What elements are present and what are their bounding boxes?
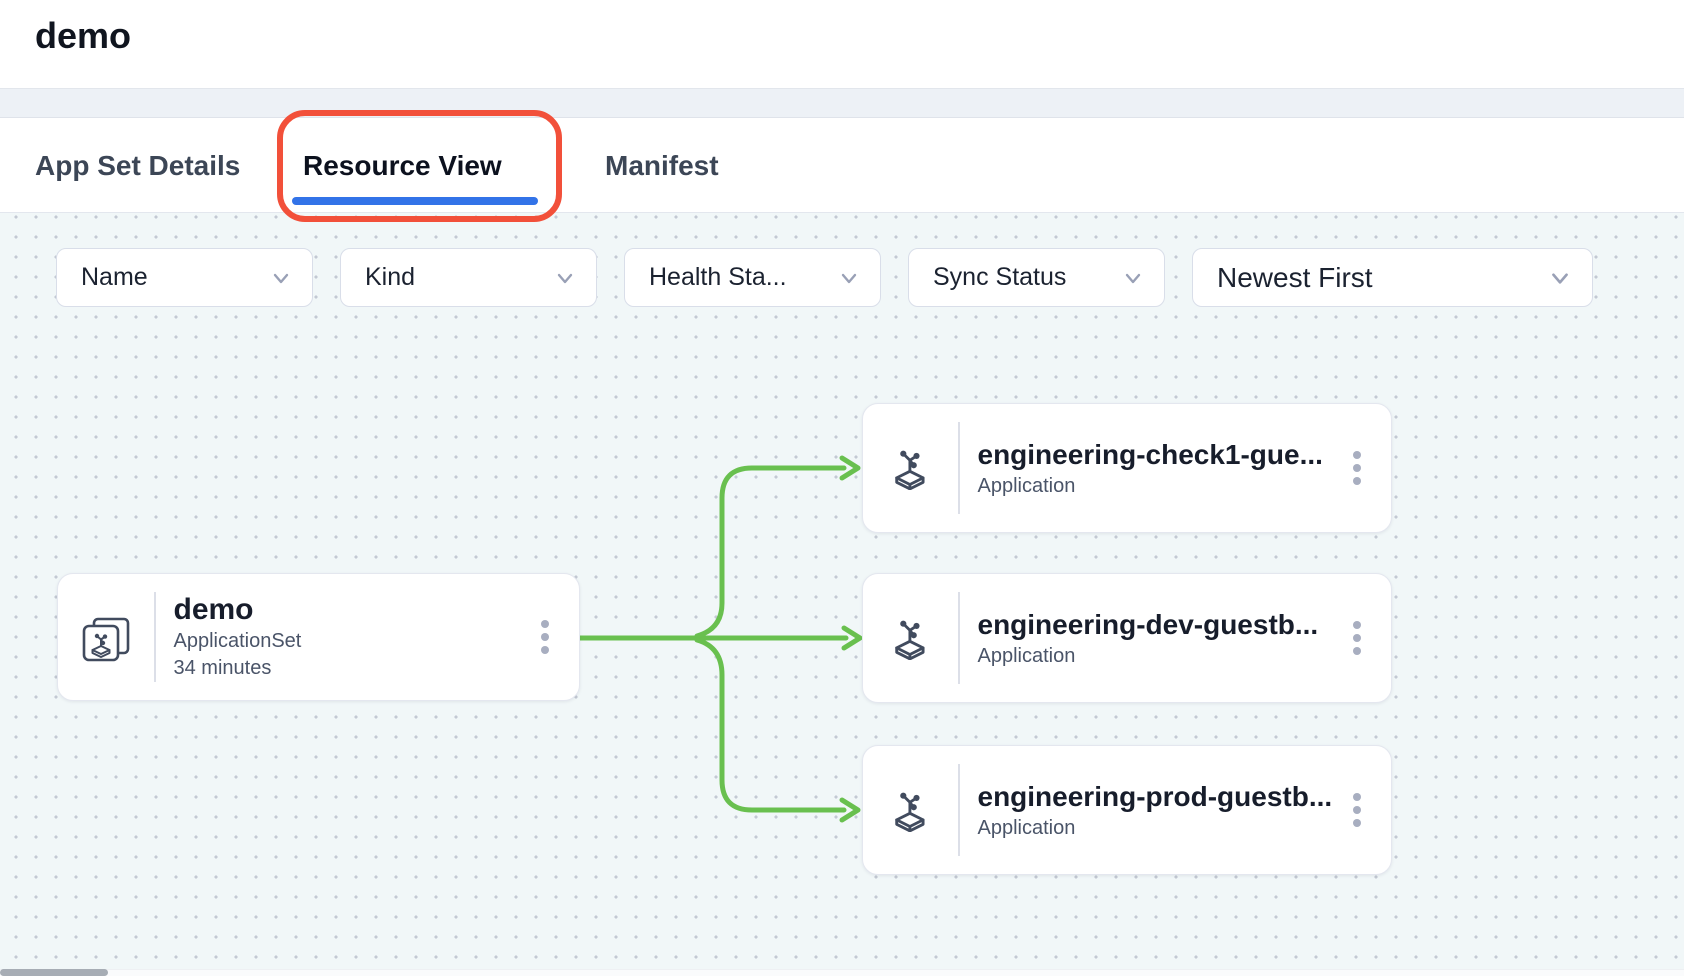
kebab-dot (541, 633, 549, 641)
node-application-prod[interactable]: engineering-prod-guestb... Application (862, 745, 1392, 875)
kebab-dot (1353, 451, 1361, 459)
tab-manifest[interactable]: Manifest (605, 150, 719, 181)
node-text: engineering-dev-guestb... Application (960, 574, 1392, 702)
page-header: demo (0, 0, 1684, 88)
page-title: demo (35, 15, 132, 56)
filter-sync-status-label: Sync Status (933, 263, 1067, 291)
chevron-down-icon (1125, 273, 1141, 283)
node-menu-button[interactable] (1345, 404, 1369, 532)
kebab-dot (1353, 621, 1361, 629)
sort-order-dropdown[interactable]: Newest First (1192, 248, 1593, 307)
filter-sync-status-dropdown[interactable]: Sync Status (908, 248, 1165, 307)
sort-order-label: Newest First (1217, 261, 1373, 293)
filter-health-status-dropdown[interactable]: Health Sta... (624, 248, 881, 307)
chevron-down-icon (1552, 272, 1568, 284)
tab-resource-view[interactable]: Resource View (303, 150, 502, 181)
application-icon (894, 450, 925, 490)
node-age: 34 minutes (173, 657, 272, 679)
horizontal-scrollbar-thumb[interactable] (0, 969, 108, 976)
chevron-down-icon (273, 273, 289, 283)
kebab-dot (1353, 793, 1361, 801)
node-menu-button[interactable] (1345, 574, 1369, 702)
kebab-dot (1353, 806, 1361, 814)
filter-kind-label: Kind (365, 263, 416, 291)
node-application-dev[interactable]: engineering-dev-guestb... Application (862, 573, 1392, 703)
application-icon (894, 792, 925, 832)
kebab-dot (1353, 634, 1361, 642)
kebab-dot (541, 620, 549, 628)
node-kind: ApplicationSet (173, 630, 302, 652)
card-divider (154, 592, 156, 682)
node-title: engineering-prod-guestb... (977, 780, 1333, 812)
node-applicationset-demo[interactable]: demo ApplicationSet 34 minutes (57, 573, 580, 701)
node-kind: Application (977, 644, 1076, 667)
node-kind: Application (977, 816, 1076, 839)
node-text: engineering-check1-gue... Application (960, 404, 1392, 532)
node-application-check1[interactable]: engineering-check1-gue... Application (862, 403, 1392, 533)
kebab-dot (1353, 477, 1361, 485)
node-text: demo ApplicationSet 34 minutes (156, 574, 580, 700)
tab-app-set-details[interactable]: App Set Details (35, 150, 241, 181)
kebab-dot (1353, 647, 1361, 655)
card-divider (958, 422, 960, 514)
kebab-dot (1353, 819, 1361, 827)
applicationset-icon-cell (58, 574, 154, 700)
horizontal-scrollbar-track (0, 969, 1684, 976)
card-divider (958, 764, 960, 856)
filter-name-label: Name (81, 263, 148, 291)
node-menu-button[interactable] (1345, 746, 1369, 874)
filter-kind-dropdown[interactable]: Kind (340, 248, 597, 307)
filter-name-dropdown[interactable]: Name (56, 248, 313, 307)
application-icon-cell (863, 404, 958, 532)
applicationset-icon (82, 617, 130, 662)
node-kind: Application (977, 474, 1076, 497)
node-title: demo (173, 593, 254, 626)
chevron-down-icon (841, 273, 857, 283)
tab-bar: App Set Details Resource View Manifest (0, 118, 1684, 213)
kebab-dot (541, 646, 549, 654)
node-menu-button[interactable] (533, 574, 557, 700)
kebab-dot (1353, 464, 1361, 472)
application-icon-cell (863, 574, 958, 702)
node-title: engineering-check1-gue... (977, 438, 1323, 470)
active-tab-underline (292, 197, 538, 205)
node-title: engineering-dev-guestb... (977, 608, 1319, 640)
chevron-down-icon (557, 273, 573, 283)
card-divider (958, 592, 960, 684)
application-icon (894, 620, 925, 660)
filter-health-status-label: Health Sta... (649, 263, 787, 291)
node-text: engineering-prod-guestb... Application (960, 746, 1392, 874)
application-icon-cell (863, 746, 958, 874)
header-divider-band (0, 88, 1684, 118)
